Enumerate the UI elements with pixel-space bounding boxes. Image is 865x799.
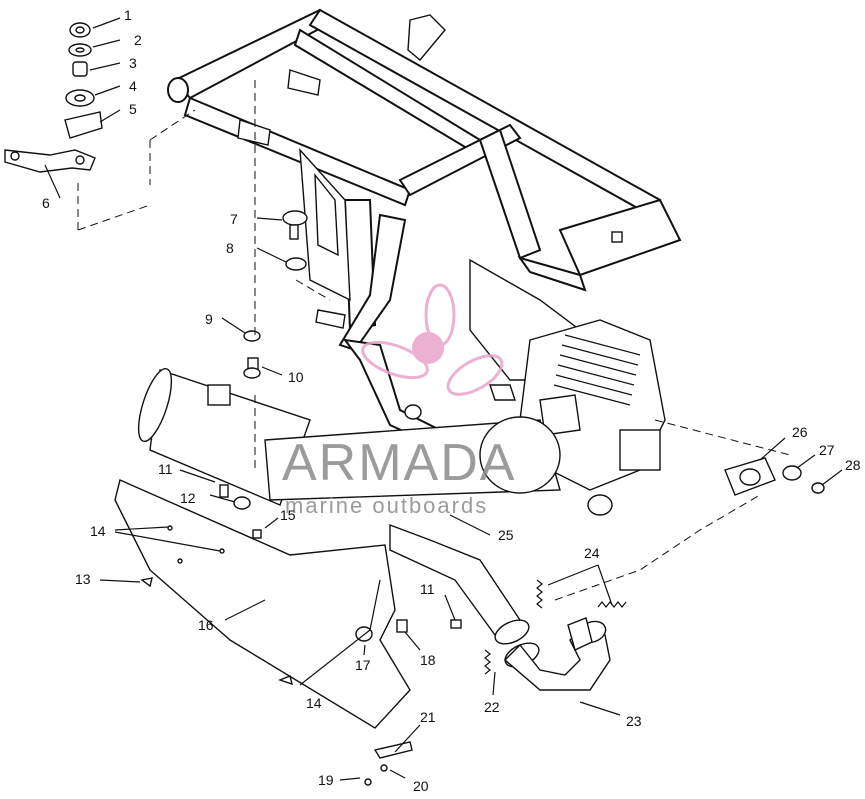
callout-23: 23	[626, 713, 642, 729]
callout-8: 8	[226, 240, 234, 256]
callout-3: 3	[129, 55, 137, 71]
callout-9: 9	[205, 311, 213, 327]
mount-hardware-stack	[4, 22, 103, 173]
callout-7: 7	[230, 211, 238, 227]
muffler-assembly	[114, 367, 611, 729]
assembly-guide-lines	[77, 80, 791, 601]
callout-labels: 1 2 3 4 5 6 7 8 9 10 11 11 12 13 14 14 1…	[42, 7, 861, 794]
callout-20: 20	[413, 778, 429, 794]
watermark: ARMADA marine outboards	[282, 283, 516, 518]
callout-11-upper: 11	[158, 461, 173, 477]
callout-13: 13	[75, 571, 91, 587]
callout-28: 28	[845, 457, 861, 473]
callout-26: 26	[792, 424, 808, 440]
callout-5: 5	[129, 101, 137, 117]
exhaust-flange	[724, 457, 825, 496]
callout-17: 17	[355, 657, 371, 673]
callout-11-lower: 11	[420, 581, 435, 597]
callout-1: 1	[124, 7, 132, 23]
callout-18: 18	[420, 652, 436, 668]
callout-27: 27	[819, 442, 835, 458]
callout-6: 6	[42, 195, 50, 211]
watermark-brand: ARMADA	[282, 434, 516, 492]
callout-14-bottom: 14	[306, 695, 322, 711]
callout-21: 21	[420, 709, 436, 725]
callout-15: 15	[280, 507, 296, 523]
callout-22: 22	[484, 699, 500, 715]
leader-lines	[44, 17, 843, 781]
callout-4: 4	[129, 78, 137, 94]
callout-12: 12	[180, 490, 196, 506]
watermark-propeller-logo	[361, 283, 504, 396]
callout-10: 10	[288, 369, 304, 385]
callout-25: 25	[498, 527, 514, 543]
callout-2: 2	[134, 32, 142, 48]
callout-14-left: 14	[90, 523, 106, 539]
center-hardware	[140, 210, 462, 786]
callout-24: 24	[584, 545, 600, 561]
callout-16: 16	[198, 617, 214, 633]
vehicle-frame	[167, 8, 682, 457]
watermark-tagline: marine outboards	[285, 493, 488, 518]
callout-19: 19	[318, 772, 334, 788]
